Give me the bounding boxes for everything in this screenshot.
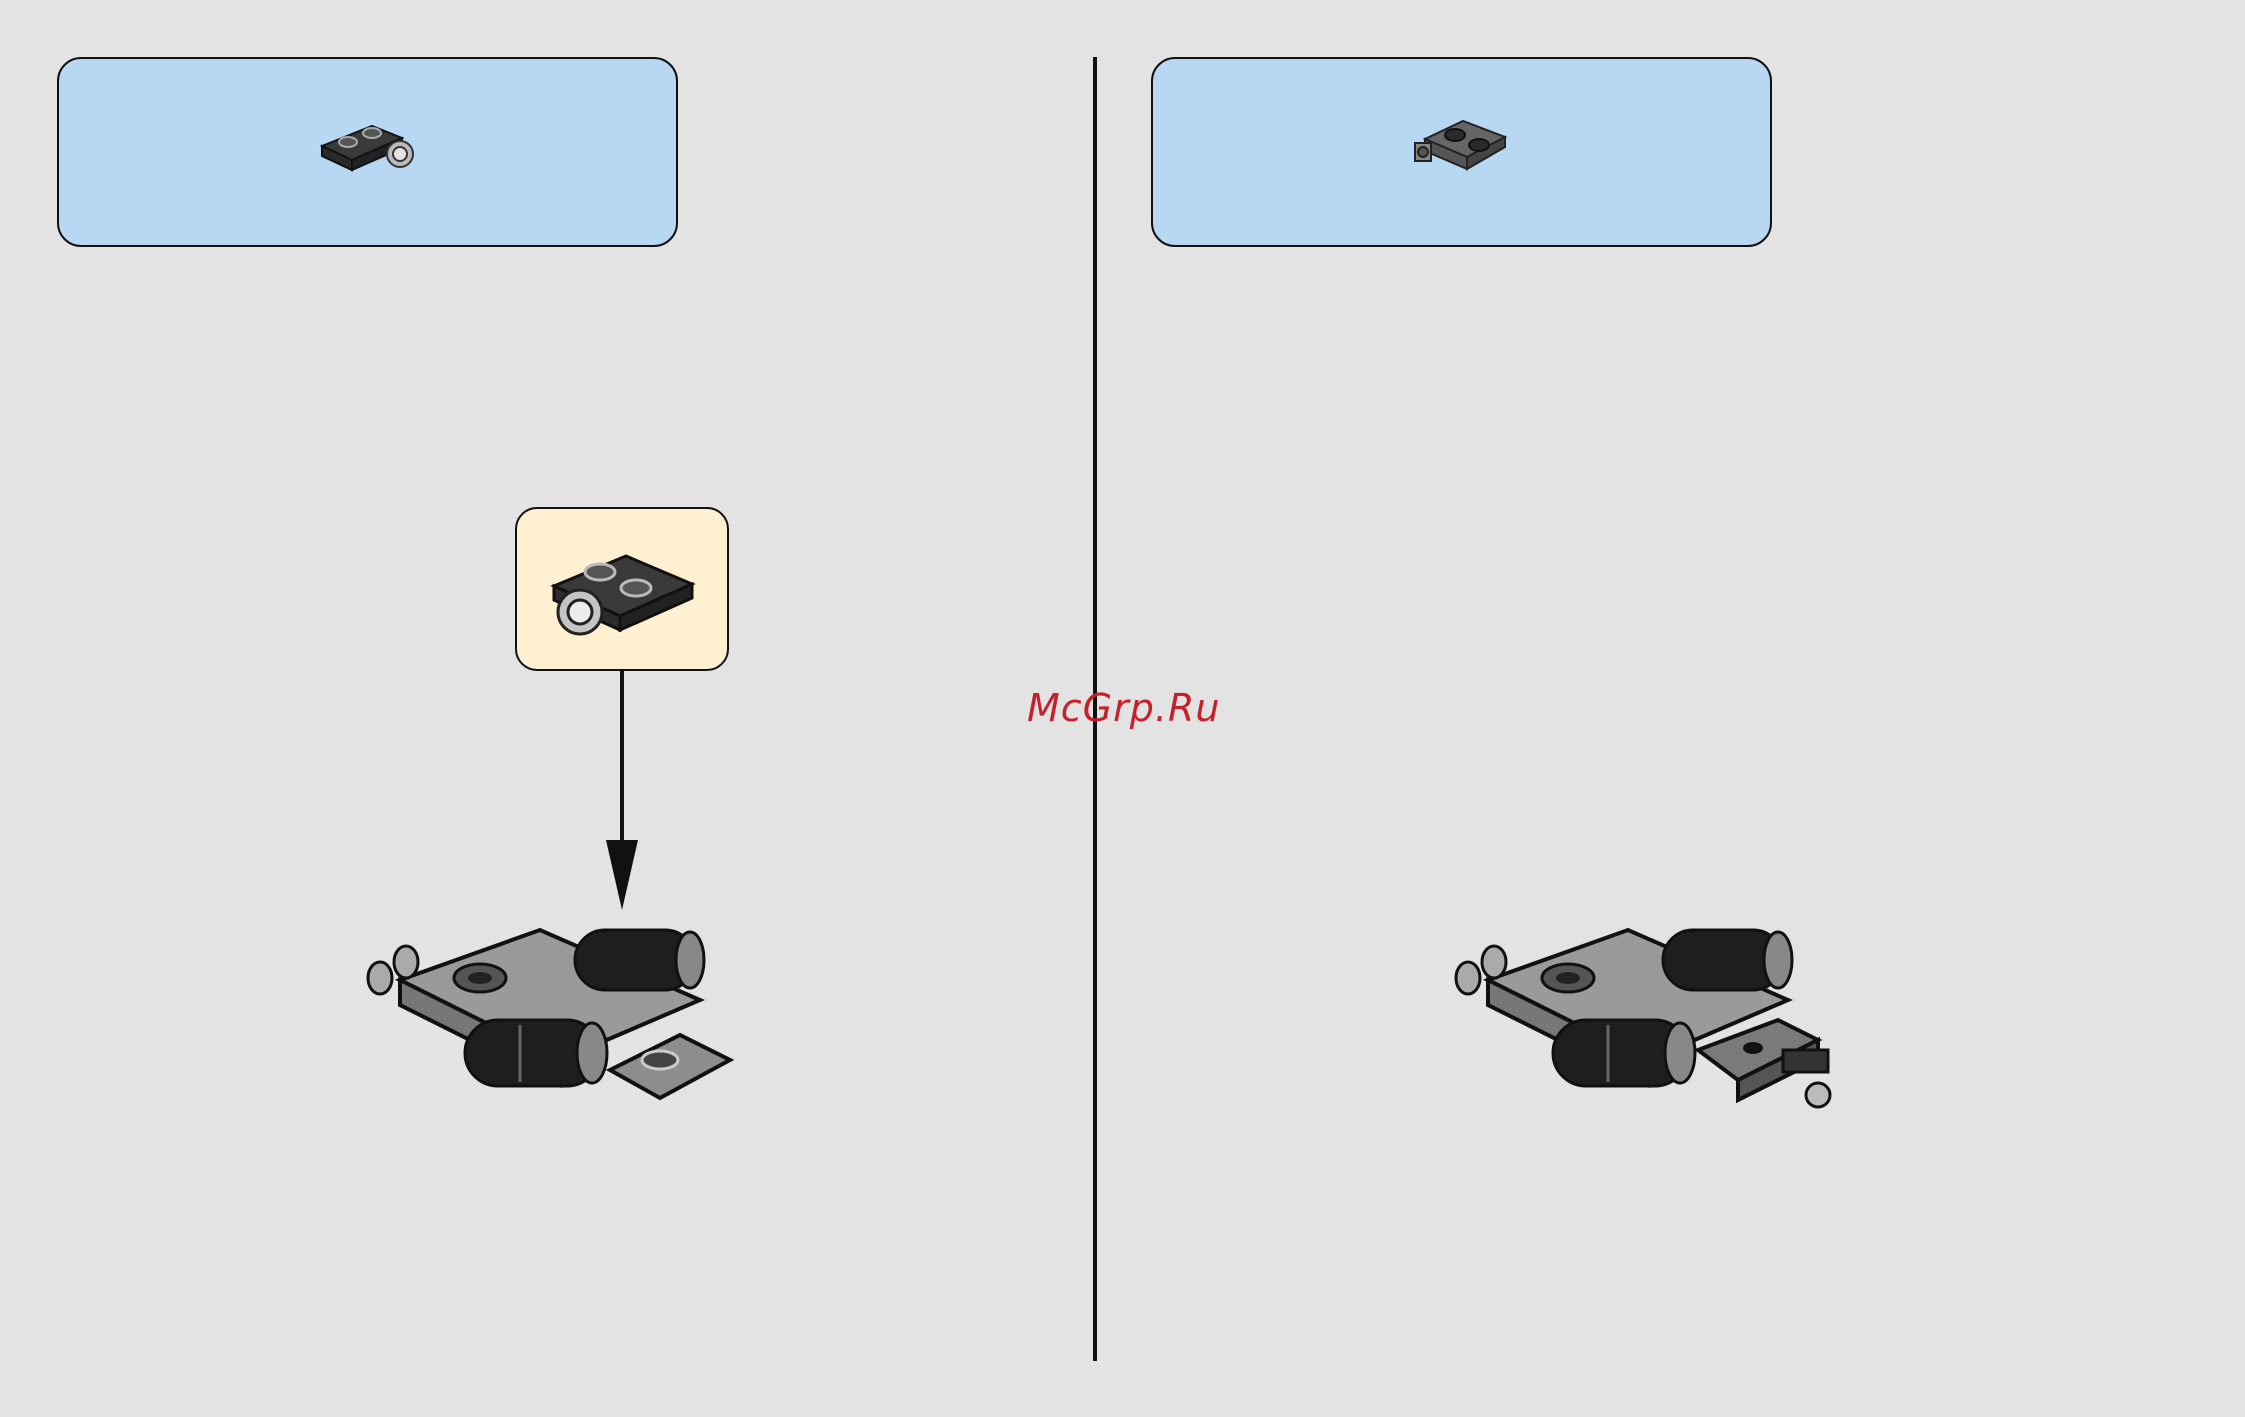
plate-1x2-with-pin-hole-icon <box>542 534 707 644</box>
watermark-text: McGrp.Ru <box>1027 686 1220 730</box>
parts-panel-right <box>1151 57 1772 247</box>
placement-arrow-icon <box>600 670 644 920</box>
plate-1x2-with-pin-hole-icon <box>314 104 424 184</box>
parts-panel-left <box>57 57 678 247</box>
chassis-assembly-right <box>1448 910 1838 1140</box>
part-callout-box <box>515 507 729 671</box>
chassis-assembly-left <box>360 910 740 1140</box>
plate-1x2-with-clip-icon <box>1413 99 1523 184</box>
